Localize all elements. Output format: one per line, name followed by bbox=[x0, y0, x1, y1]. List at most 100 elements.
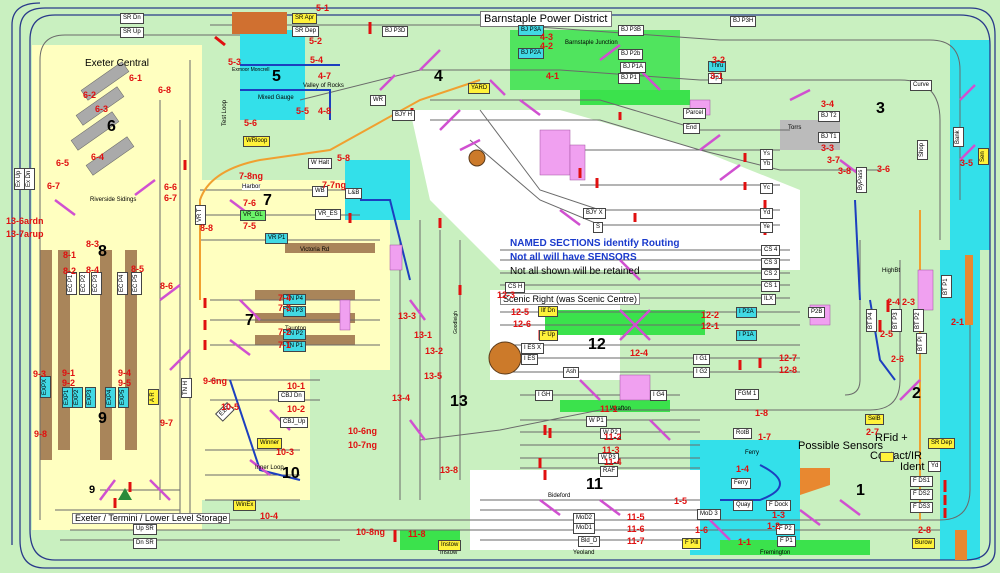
block-ex-dn: Ex Dn bbox=[24, 167, 35, 190]
block-bj-p3d: BJ P3D bbox=[382, 26, 409, 37]
routing-label: 7-7ng bbox=[322, 180, 347, 190]
block-tn-p2: TN P2 bbox=[283, 329, 307, 340]
routing-label: 3-8 bbox=[838, 166, 852, 176]
routing-label: 10-6ng bbox=[348, 426, 378, 436]
block-ex-p5: EC P5 bbox=[131, 271, 142, 295]
routing-label: 5-6 bbox=[244, 118, 258, 128]
routing-label: 11-3 bbox=[602, 445, 620, 455]
routing-label: 7-4 bbox=[278, 293, 292, 303]
section-number: 3 bbox=[876, 100, 885, 117]
block-mod1: MoD1 bbox=[573, 523, 596, 534]
routing-label: 9-6ng bbox=[203, 376, 228, 386]
block-bj-p2a: BJ P2A bbox=[518, 48, 545, 59]
routing-label: 6-5 bbox=[56, 158, 70, 168]
block-bjy-x: BJY X bbox=[583, 208, 606, 219]
block-vr-p1: VR P1 bbox=[265, 233, 289, 244]
routing-label: 12-6 bbox=[513, 319, 532, 329]
section-number: 1 bbox=[856, 482, 865, 499]
block-ig4: I G4 bbox=[650, 390, 668, 401]
block-w-p3: W P3 bbox=[598, 453, 619, 464]
routing-label: 3-1 bbox=[710, 71, 724, 81]
block-f-dock: F Dock bbox=[766, 500, 792, 511]
block-a-r: A R bbox=[148, 389, 159, 405]
routing-label: 2-8 bbox=[918, 525, 932, 535]
routing-label: 1-3 bbox=[772, 510, 786, 520]
area-exeter-termini: Exeter / Termini / Lower Level Storage bbox=[72, 513, 231, 524]
routing-label: 1-4 bbox=[736, 464, 750, 474]
routing-label: 13-8 bbox=[440, 465, 459, 475]
routing-label: 7-1 bbox=[278, 340, 292, 350]
area-fremington: Fremington bbox=[760, 550, 791, 556]
section-number: 4 bbox=[434, 68, 443, 85]
routing-label: 5-8 bbox=[337, 153, 351, 163]
routing-label: 3-3 bbox=[821, 143, 835, 153]
routing-label: 4-7 bbox=[318, 71, 332, 81]
block-cs4: CS 4 bbox=[761, 245, 781, 256]
routing-label: 11-2 bbox=[604, 432, 622, 442]
section-number: 7 bbox=[245, 312, 254, 329]
block-f-p2: F P2 bbox=[776, 524, 795, 535]
area-barnstaple-junction: Barnstaple Junction bbox=[565, 40, 618, 46]
area-ferry: Ferry bbox=[745, 450, 759, 456]
routing-label: 5-5 bbox=[296, 106, 310, 116]
routing-label: 5-2 bbox=[309, 36, 323, 46]
routing-label: 9-2 bbox=[62, 378, 76, 388]
block-exp5: EXP5 bbox=[118, 386, 129, 408]
routing-label: 8-8 bbox=[200, 223, 214, 233]
block-ex-p3: EC P3 bbox=[91, 271, 102, 295]
block-up-sr: Up SR bbox=[133, 524, 157, 535]
note-scenic-right: Scenic Right (was Scenic Centre) bbox=[500, 293, 641, 305]
routing-label: 7-5 bbox=[243, 221, 257, 231]
block-parcel: Parcel bbox=[683, 108, 707, 119]
block-cs3: CS 3 bbox=[761, 258, 781, 269]
block-ilx: ILX bbox=[761, 294, 777, 305]
block-curve: Curve bbox=[910, 80, 933, 91]
block-f-ds1: F DS1 bbox=[910, 476, 934, 487]
routing-label: 12-7 bbox=[779, 353, 798, 363]
block-tn-p3: TN P3 bbox=[283, 306, 307, 317]
routing-label: 9-4 bbox=[118, 368, 132, 378]
block-bj-t1: BJ T1 bbox=[818, 132, 840, 143]
routing-label: 12-4 bbox=[630, 348, 649, 358]
block-i-p1a: I P1A bbox=[736, 330, 757, 341]
block-sr-dep: SR Dep bbox=[292, 26, 320, 37]
block-bj-p3h: BJ P3H bbox=[730, 16, 757, 27]
routing-label: 8-4 bbox=[86, 265, 100, 275]
block-ig1: I G1 bbox=[693, 354, 711, 365]
routing-label: 9-5 bbox=[118, 378, 132, 388]
routing-label: 10-2 bbox=[287, 404, 306, 414]
routing-label: 8-1 bbox=[63, 250, 77, 260]
routing-label: 6-6 bbox=[164, 182, 178, 192]
routing-label: 9-3 bbox=[33, 369, 47, 379]
section-number: 8 bbox=[98, 243, 107, 260]
area-wrafton: Wrafton bbox=[610, 406, 631, 412]
block-lb: L&B bbox=[345, 188, 363, 199]
block-bid-d: Bld_D bbox=[578, 536, 601, 547]
block-burow: Burow bbox=[912, 538, 936, 549]
block-f-up: F Up bbox=[539, 330, 559, 341]
routing-label: 2-3 bbox=[902, 297, 916, 307]
area-exeter-central: Exeter Central bbox=[85, 58, 149, 69]
routing-label: 3-7 bbox=[827, 155, 841, 165]
block-winner: Winner bbox=[257, 438, 283, 449]
routing-label: 8-6 bbox=[160, 281, 174, 291]
area-yeoland: Yeoland bbox=[573, 550, 595, 556]
block-wrloop: WRloop bbox=[243, 136, 271, 147]
block-bj-t2: BJ T2 bbox=[818, 111, 840, 122]
block-exp2: EXP2 bbox=[72, 386, 83, 408]
block-ash: Ash bbox=[563, 367, 580, 378]
area-mixed-gauge: Mixed Gauge bbox=[258, 95, 294, 101]
routing-label: 4-3 bbox=[540, 32, 554, 42]
routing-label: 9-7 bbox=[160, 418, 174, 428]
routing-label: 11-7 bbox=[627, 536, 645, 546]
routing-label: 3-6 bbox=[877, 164, 891, 174]
block-cs1: CS 1 bbox=[761, 281, 781, 292]
routing-label: 13-4 bbox=[392, 393, 411, 403]
routing-label: 6-3 bbox=[95, 104, 109, 114]
block-exp3: EXP3 bbox=[85, 386, 96, 408]
block-winex: WinEx bbox=[233, 500, 257, 511]
block-rotb: RotB bbox=[733, 428, 753, 439]
block-vr-gl: VR_GL bbox=[240, 210, 266, 221]
block-tn-h: TN H bbox=[181, 378, 192, 398]
